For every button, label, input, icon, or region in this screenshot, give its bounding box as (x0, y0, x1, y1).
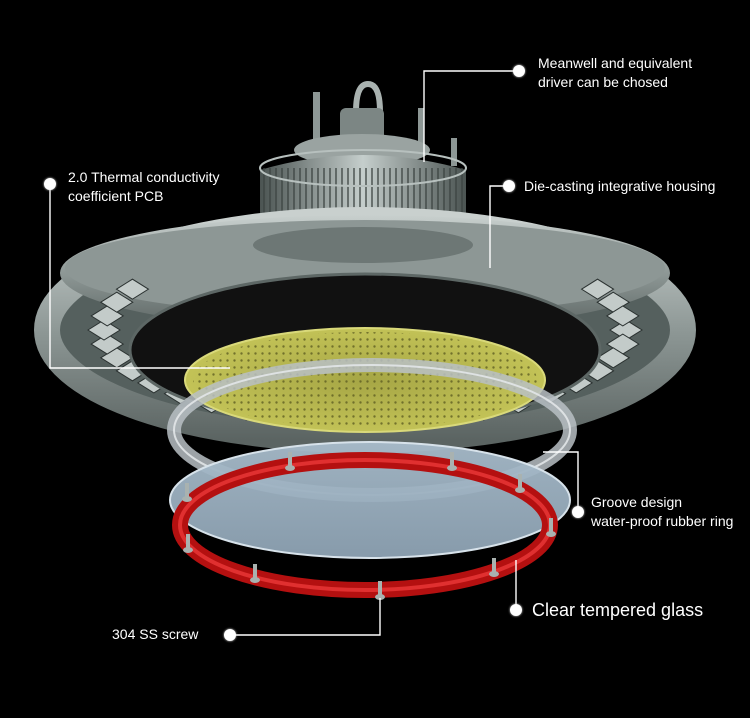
callout-glass-line1: Clear tempered glass (532, 600, 704, 620)
callout-rubber-ring: Groove design water-proof rubber ring (591, 493, 733, 531)
callout-dot-screw (224, 629, 236, 641)
callout-driver: Meanwell and equivalent driver can be ch… (538, 54, 692, 92)
callout-dot-pcb (44, 178, 56, 190)
callout-driver-line2: driver can be chosed (538, 74, 668, 90)
callout-housing: Die-casting integrative housing (524, 177, 715, 196)
callout-dot-glass (510, 604, 522, 616)
callout-driver-line1: Meanwell and equivalent (538, 55, 693, 71)
callout-housing-line1: Die-casting integrative housing (524, 178, 716, 194)
callout-glass: Clear tempered glass (532, 599, 703, 621)
callout-pcb: 2.0 Thermal conductivity coefficient PCB (68, 168, 219, 206)
callout-screw: 304 SS screw (112, 625, 198, 644)
callout-pcb-line1: 2.0 Thermal conductivity (68, 169, 220, 185)
callout-rubber-ring-line2: water-proof rubber ring (591, 513, 734, 529)
stainless-screws (182, 452, 556, 600)
callout-pcb-line2: coefficient PCB (68, 188, 164, 204)
callout-dot-rubber-ring (572, 506, 584, 518)
callout-rubber-ring-line1: Groove design (591, 494, 683, 510)
callout-dot-driver (513, 65, 525, 77)
callout-dot-housing (503, 180, 515, 192)
callout-screw-line1: 304 SS screw (112, 626, 199, 642)
led-pcb-board (184, 327, 546, 433)
callout-lines (49, 70, 579, 636)
